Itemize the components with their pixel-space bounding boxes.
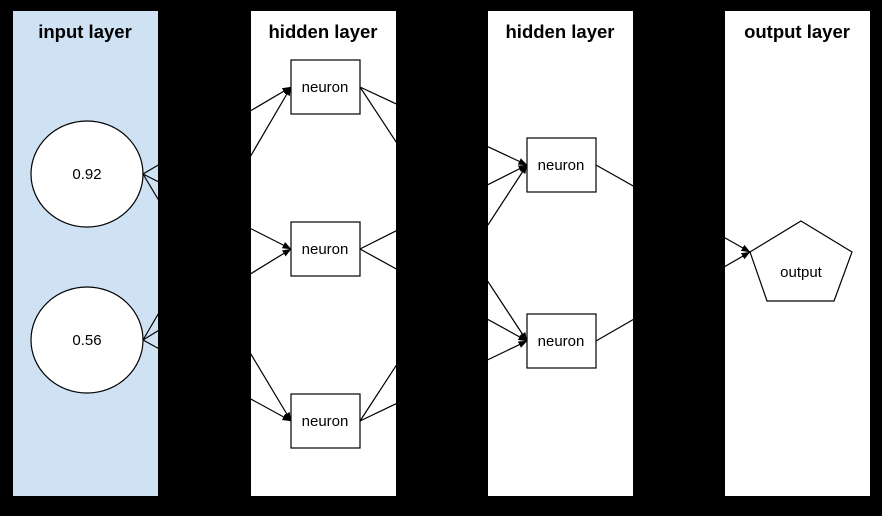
hidden1-neuron-2 [290,221,361,277]
hidden2-neuron-1-label: neuron [538,157,585,174]
hidden-layer-2-title: hidden layer [506,21,615,42]
hidden-layer-2-panel [488,11,633,496]
hidden2-neuron-2-label: neuron [538,333,585,350]
gap-mask [396,0,488,516]
input-layer-panel [13,11,158,496]
hidden1-neuron-1-label: neuron [302,79,349,96]
output-node-pentagon [749,220,853,302]
output-layer-title: output layer [744,21,850,42]
hidden2-neuron-2 [526,313,597,369]
gap-mask [633,0,725,516]
input-node-2-label: 0.56 [72,332,101,349]
input-layer-title: input layer [38,21,132,42]
input-node-1 [30,120,144,228]
input-node-1-label: 0.92 [72,166,101,183]
hidden1-neuron-1 [290,59,361,115]
input-node-2 [30,286,144,394]
output-node-label: output [780,264,823,281]
hidden1-neuron-2-label: neuron [302,241,349,258]
gap-mask [158,0,251,516]
hidden-layer-1-title: hidden layer [269,21,378,42]
hidden1-neuron-3 [290,393,361,449]
hidden1-neuron-3-label: neuron [302,413,349,430]
hidden2-neuron-1 [526,137,597,193]
